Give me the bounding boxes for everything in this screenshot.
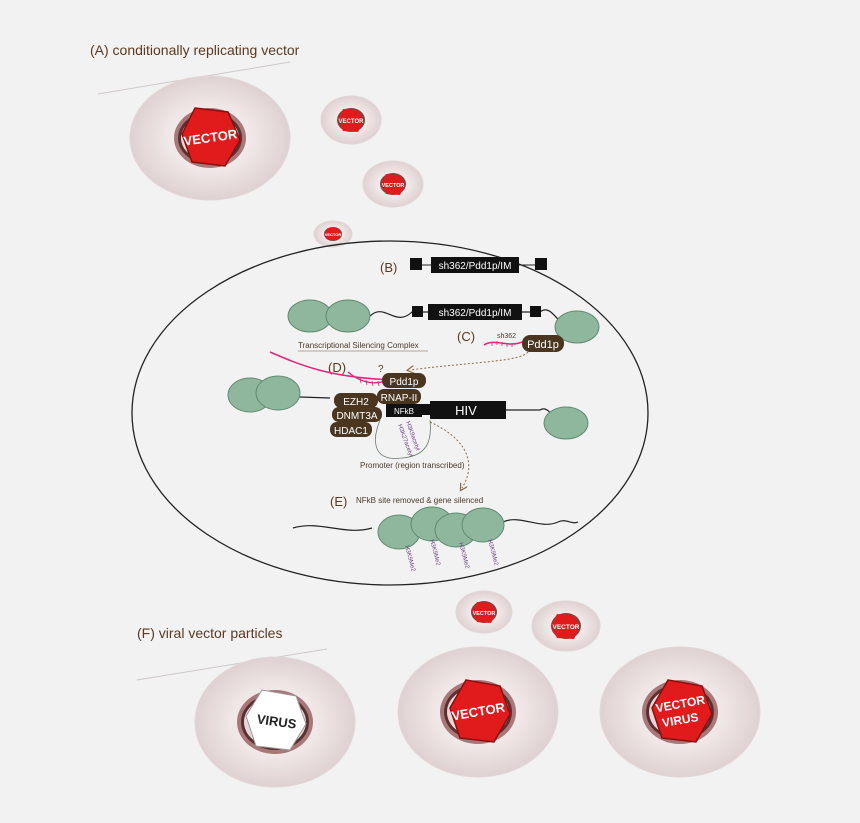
construct-integrated-label: sh362/Pdd1p/IM [439,308,512,319]
large-vector-cell: VECTOR [129,75,291,201]
silencing-complex-label: Transcriptional Silencing Complex [298,341,419,350]
vector-label-small-2: VECTOR [382,183,405,189]
vector-label-small-5: VECTOR [553,624,580,631]
caption-f: (F) viral vector particles [137,625,282,641]
pdd1p-d-label: Pdd1p [390,377,419,388]
caption-a: (A) conditionally replicating vector [90,42,300,58]
nascent-rna [269,351,396,381]
nucleus-boundary [131,240,649,586]
dnmt3a-box [332,407,382,422]
vector-label-small-3: VECTOR [325,232,342,237]
vector-hexagon-f [449,679,511,743]
construct-b: sh362/Pdd1p/IM [410,257,547,273]
mark-h3k9me2-3: H3K9Me2 [457,542,470,570]
hiv-strand: HIV [227,375,589,440]
vector-hexagon-a [181,107,241,167]
ezh2-label: EZH2 [343,397,369,408]
mark-h3k9me2-1: H3K9Me2 [403,545,416,573]
vector-virus-label-virus: VIRUS [661,710,700,730]
sh362-label: sh362 [497,333,516,340]
hiv-label: HIV [455,403,477,418]
vector-label-small-1: VECTOR [339,119,365,125]
virus-hexagon [245,689,307,751]
mark-h3k9me2-4: H3K9Me2 [486,539,499,567]
vector-label-small-4: VECTOR [473,611,496,617]
virus-particle: VIRUS [194,656,356,788]
pdd1p-c-box [522,335,564,352]
silencing-complex: Pdd1p RNAP-II EZH2 DNMT3A NFkB HDAC1 [330,373,426,437]
rnap-label: RNAP-II [381,393,418,404]
ezh2-box [334,393,378,408]
vector-particle-f: VECTOR [397,646,559,778]
sh362-rna [483,341,523,346]
small-vector-cell-4: VECTOR [455,590,513,634]
small-vector-cell-2: VECTOR [362,160,424,208]
nfkb-removed-label: NFkB site removed & gene silenced [356,496,483,505]
small-vector-cell-3: VECTOR [313,220,353,248]
arrow-d-to-e [429,421,470,488]
pdd1p-d-box [382,373,426,388]
silenced-strand [292,506,579,550]
small-vector-cell-5: VECTOR [531,600,601,652]
caption-b: (B) [380,260,397,275]
integrated-strand: sh362/Pdd1p/IM [287,299,600,344]
rnap-box [377,389,421,404]
caption-d: (D) [328,360,346,375]
construct-b-label: sh362/Pdd1p/IM [439,261,512,272]
caption-e: (E) [330,494,347,509]
promoter-label: Promoter (region transcribed) [360,461,465,470]
arrow-c-to-d [410,351,529,370]
pdd1p-c-label: Pdd1p [527,339,559,351]
dnmt3a-label: DNMT3A [336,411,377,422]
virus-label: VIRUS [256,711,298,731]
nfkb-label: NFkB [394,407,414,416]
vector-virus-particle: VECTOR VIRUS [599,646,761,778]
promoter-loop [375,419,431,459]
hdac1-box [330,422,372,437]
caption-c: (C) [457,329,475,344]
question-mark: ? [378,364,384,375]
caption-f-leader [136,648,328,681]
small-vector-cell-1: VECTOR [320,95,382,145]
mark-h3k9me2-2: H3K9Me2 [428,539,441,567]
nfkb-box [386,404,422,417]
hdac1-label: HDAC1 [334,426,368,437]
vector-virus-hexagon [651,679,713,743]
